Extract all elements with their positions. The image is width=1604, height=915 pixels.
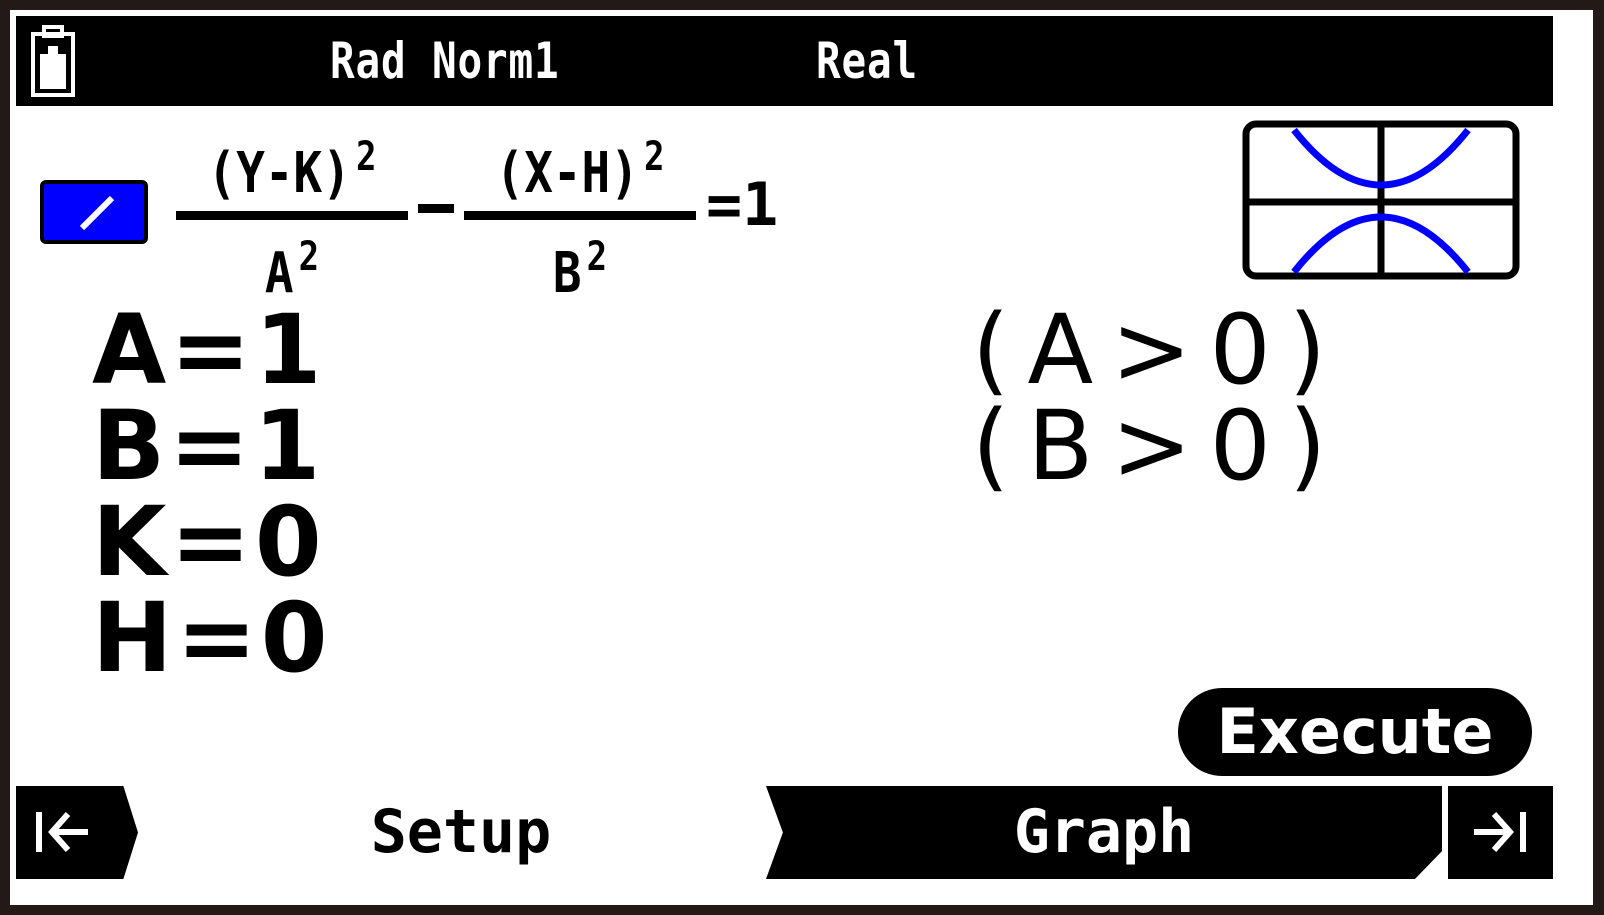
parameter-a[interactable]: A=1 (92, 294, 326, 406)
jump-to-first-icon (36, 812, 88, 852)
complex-mode: Real (816, 32, 919, 90)
battery-full-icon (31, 25, 75, 97)
parameter-b[interactable]: B=1 (92, 390, 325, 502)
status-bar: Rad Norm1 Real (16, 16, 1553, 106)
pen-icon (79, 195, 115, 231)
execute-button[interactable]: Execute (1178, 688, 1532, 776)
parameter-conditions: (A>0) (B>0) (972, 302, 1344, 494)
parameter-list: A=1 B=1 K=0 H=0 (92, 302, 332, 686)
jump-to-last-icon (1474, 812, 1526, 852)
jump-to-last-button[interactable] (1448, 786, 1553, 879)
parameter-k[interactable]: K=0 (92, 486, 326, 598)
jump-to-first-button[interactable] (16, 786, 138, 879)
fraction-numerator: (X-H)2 (495, 134, 665, 206)
equation-rhs: =1 (706, 170, 779, 240)
condition-b: (B>0) (972, 390, 1345, 502)
condition-a: (A>0) (972, 294, 1345, 406)
fraction-numerator: (Y-K)2 (207, 134, 377, 206)
fraction-bar (464, 211, 696, 220)
tab-graph[interactable]: Graph (766, 786, 1442, 879)
angle-display-mode: Rad Norm1 (330, 32, 560, 90)
tab-setup[interactable]: Setup (370, 797, 552, 867)
fraction-bar (176, 211, 408, 220)
parameter-h[interactable]: H=0 (92, 582, 332, 694)
equation-select-toggle[interactable] (40, 180, 148, 244)
hyperbola-graph-icon (1242, 120, 1520, 280)
minus-operator (418, 204, 454, 213)
footer-tab-bar: Setup Graph (16, 786, 1553, 879)
